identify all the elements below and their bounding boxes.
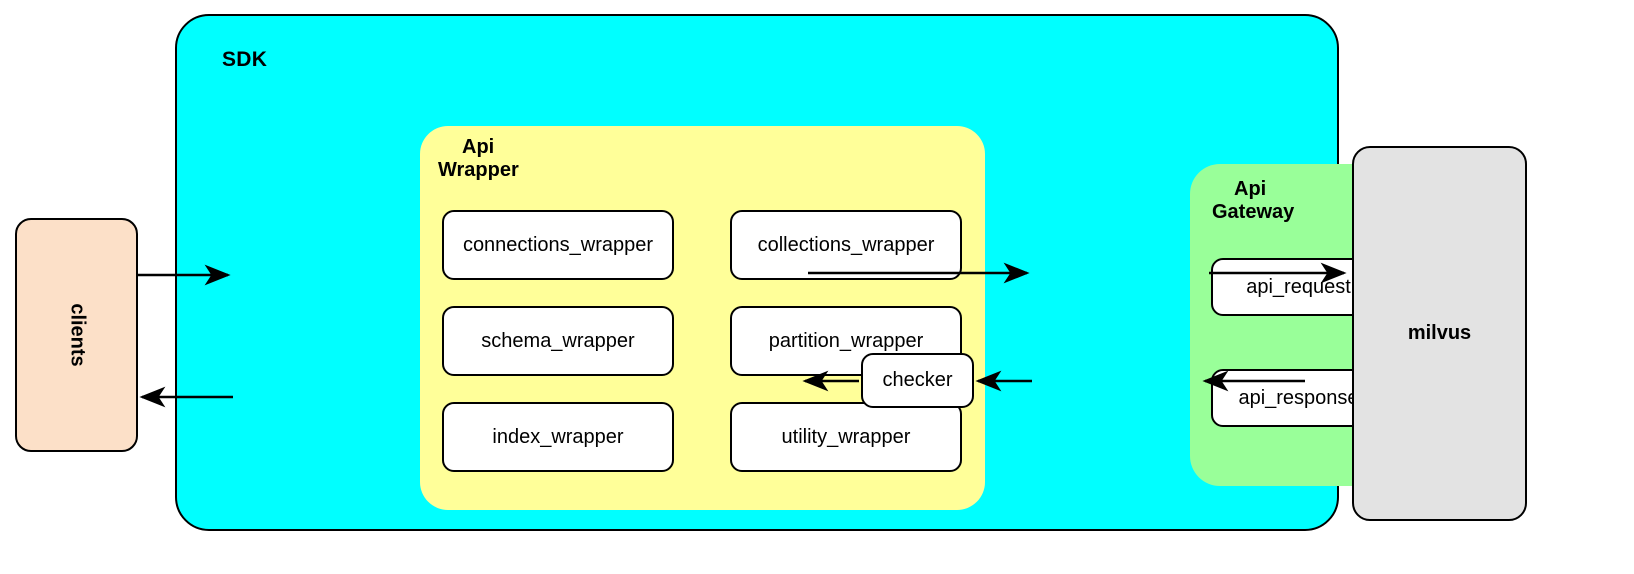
checker-node[interactable]: checker [861, 353, 974, 408]
api-wrapper-label-line1: Api [462, 136, 495, 158]
milvus-node[interactable]: milvus [1352, 146, 1527, 521]
sdk-label: SDK [222, 48, 268, 71]
api-wrapper-label-line2: Wrapper [438, 159, 519, 181]
clients-node[interactable]: clients [15, 218, 138, 452]
api-gateway-label-line1: Api [1234, 178, 1267, 200]
clients-label: clients [66, 303, 88, 367]
wrapper-cell-collections[interactable]: collections_wrapper [730, 210, 962, 280]
api-wrapper-container[interactable]: Api Wrapper connections_wrapper collecti… [420, 126, 985, 510]
sdk-container[interactable]: SDK Api Wrapper connections_wrapper coll… [175, 14, 1467, 531]
api-gateway-label: Api Gateway [1212, 178, 1294, 224]
wrapper-cell-partition[interactable]: partition_wrapper [730, 306, 962, 376]
wrapper-cell-utility[interactable]: utility_wrapper [730, 402, 962, 472]
wrapper-cell-connections[interactable]: connections_wrapper [442, 210, 674, 280]
api-gateway-label-line2: Gateway [1212, 201, 1295, 223]
api-wrapper-label: Api Wrapper [438, 136, 519, 182]
wrapper-cell-index[interactable]: index_wrapper [442, 402, 674, 472]
milvus-label: milvus [1407, 322, 1472, 344]
wrapper-cell-schema[interactable]: schema_wrapper [442, 306, 674, 376]
